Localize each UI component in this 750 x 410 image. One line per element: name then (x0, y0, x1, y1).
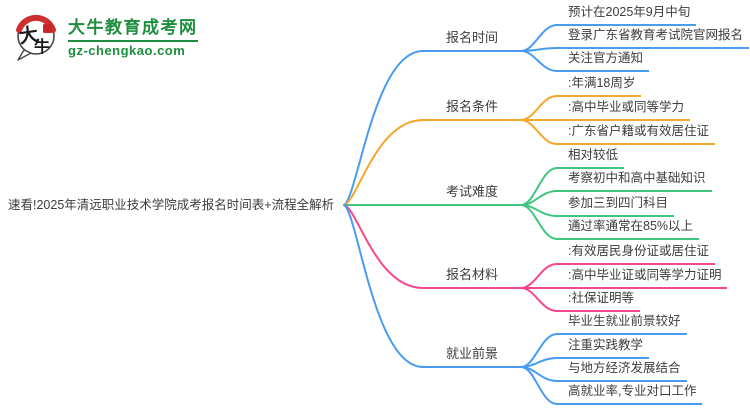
leaf-node: 登录广东省教育考试院官网报名 (556, 27, 750, 49)
leaf-node: 高就业率,专业对口工作 (556, 383, 703, 405)
site-logo: 大 牛 大牛教育成考网 gz-chengkao.com (12, 10, 198, 62)
branch-label-signup-time: 报名时间 (422, 29, 522, 52)
leaf-curve (520, 287, 558, 312)
leaf-node: :年满18周岁 (556, 75, 642, 97)
leaf-curve (520, 190, 558, 206)
leaf-node: 关注官方通知 (556, 50, 650, 72)
leaf-node: :社保证明等 (556, 290, 640, 312)
branch-label-signup-conditions: 报名条件 (422, 98, 522, 121)
leaf-node: 通过率通常在85%以上 (556, 218, 700, 240)
leaf-node: :高中毕业证或同等学力证明 (556, 267, 728, 289)
leaf-curve (520, 95, 558, 121)
daniu-speech-bubble-logo-icon: 大 牛 (16, 14, 56, 61)
branch-label-employment-prospects: 就业前景 (422, 345, 522, 368)
branch-curve (343, 50, 424, 206)
leaf-node: 参加三到四门科目 (556, 195, 675, 217)
site-logo-title: 大牛教育成考网 (68, 18, 198, 37)
leaf-node: 与地方经济发展结合 (556, 360, 687, 382)
branch-label-exam-difficulty: 考试难度 (422, 183, 522, 206)
central-topic: 速看!2025年清远职业技术学院成考报名时间表+流程全解析 (8, 198, 335, 212)
branch-curve (343, 119, 424, 206)
leaf-node: 预计在2025年9月中旬 (556, 4, 697, 26)
leaf-node: 注重实践教学 (556, 337, 650, 359)
leaf-curve (520, 50, 558, 72)
leaf-curve (520, 366, 558, 382)
leaf-node: :高中毕业或同等学力 (556, 99, 690, 121)
leaf-curve (520, 47, 558, 52)
leaf-node: :广东省户籍或有效居住证 (556, 123, 715, 145)
leaf-node: 考察初中和高中基础知识 (556, 170, 712, 192)
svg-text:牛: 牛 (34, 37, 50, 56)
branch-curve (343, 204, 424, 289)
leaf-curve (520, 24, 558, 52)
site-logo-domain: gz-chengkao.com (68, 43, 186, 58)
leaf-curve (520, 204, 558, 240)
svg-text:大: 大 (17, 23, 39, 48)
leaf-curve (520, 204, 558, 217)
leaf-curve (520, 333, 558, 368)
branch-curve (343, 204, 424, 368)
leaf-curve (520, 167, 558, 206)
leaf-curve (520, 357, 558, 368)
leaf-node: 毕业生就业前景较好 (556, 313, 687, 335)
leaf-node: :有效居民身份证或居住证 (556, 243, 715, 265)
leaf-curve (520, 366, 558, 405)
leaf-node: 相对较低 (556, 147, 625, 169)
logo-divider (68, 40, 198, 42)
leaf-curve (520, 263, 558, 289)
branch-label-signup-materials: 报名材料 (422, 266, 522, 289)
leaf-curve (520, 119, 558, 145)
